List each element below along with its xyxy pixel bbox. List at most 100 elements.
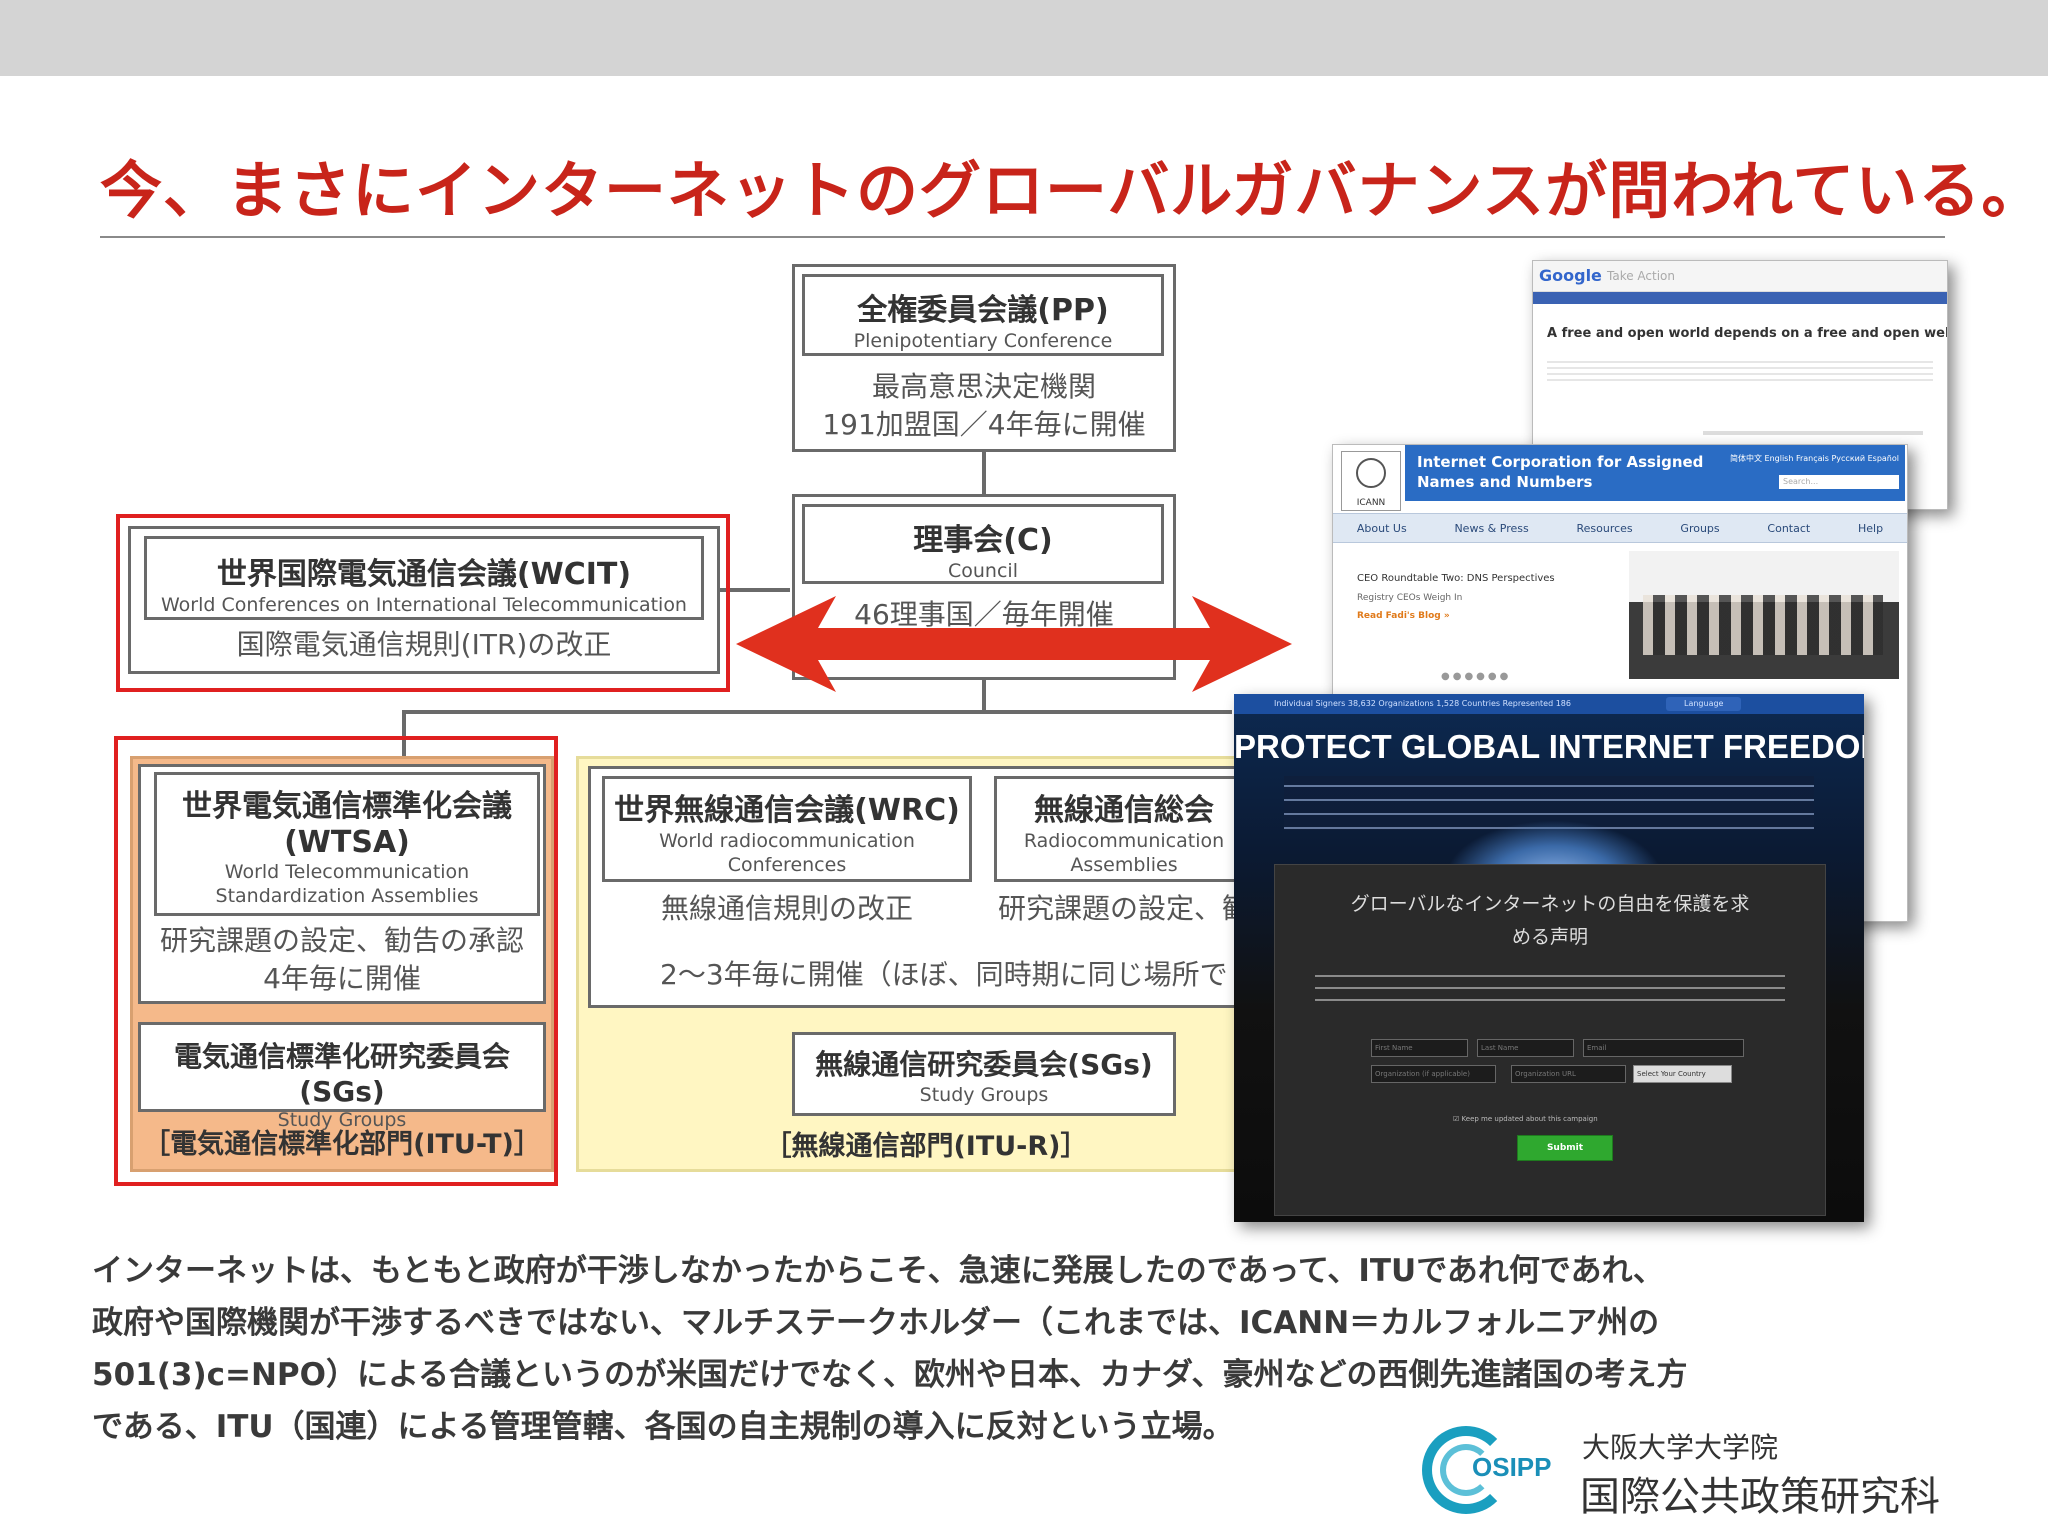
- last-name-field[interactable]: Last Name: [1477, 1039, 1574, 1057]
- internet-freedom-screenshot: Individual Signers 38,632 Organizations …: [1234, 694, 1864, 1222]
- wtsa-name-en-2: Standardization Assemblies: [215, 885, 479, 907]
- freedom-panel-title-1: グローバルなインターネットの自由を保護を求: [1350, 893, 1750, 915]
- sgs-t-box: 電気通信標準化研究委員会(SGs) Study Groups: [138, 1022, 546, 1131]
- freedom-panel-title-2: める声明: [1511, 926, 1588, 948]
- connector-pp-council: [982, 452, 986, 498]
- freedom-headline: PROTECT GLOBAL INTERNET FREEDOM: [1234, 728, 1864, 765]
- wrc-desc: 無線通信規則の改正: [660, 892, 913, 925]
- itu-r-label: ［無線通信部門(ITU-R)］: [764, 1131, 1088, 1162]
- icann-nav-news[interactable]: News & Press: [1454, 521, 1529, 535]
- country-select[interactable]: Select Your Country: [1633, 1065, 1732, 1083]
- osipp-mark-icon: [1422, 1426, 1510, 1514]
- wcit-title-box: 世界国際電気通信会議(WCIT) World Conferences on In…: [144, 536, 704, 620]
- pp-desc-1: 最高意思決定機関: [871, 370, 1096, 403]
- globe-icon: [1356, 458, 1386, 488]
- checkbox-icon[interactable]: ☑: [1453, 1115, 1462, 1123]
- wrc-title-box: 世界無線通信会議(WRC) World radiocommunication C…: [602, 776, 972, 882]
- slide-title: 今、まさにインターネットのグローバルガバナンスが問われている。: [100, 154, 2045, 227]
- ra-name: 無線通信総会: [1034, 793, 1214, 828]
- organization-url-field[interactable]: Organization URL: [1511, 1065, 1626, 1083]
- body-line-2: 政府や国際機関が干渉するべきではない、マルチステークホルダー（これまでは、ICA…: [92, 1305, 1660, 1341]
- itu-t-highlight: [114, 736, 558, 1186]
- osipp-mark-inner: [1440, 1444, 1492, 1496]
- google-headline: A free and open world depends on a free …: [1547, 326, 1948, 341]
- organization-field[interactable]: Organization (if applicable): [1371, 1065, 1496, 1083]
- icann-nav: About Us News & Press Resources Groups C…: [1333, 513, 1907, 543]
- email-field[interactable]: Email: [1583, 1039, 1744, 1057]
- osipp-university: 大阪大学大学院: [1582, 1431, 1779, 1464]
- council-name-en: Council: [948, 560, 1018, 582]
- icann-nav-resources[interactable]: Resources: [1576, 521, 1633, 535]
- icann-title-1: Internet Corporation for Assigned: [1417, 453, 1704, 471]
- wrc-name: 世界無線通信会議(WRC): [614, 793, 960, 828]
- freedom-language-select[interactable]: Language: [1666, 697, 1742, 711]
- freedom-stats: Individual Signers 38,632 Organizations …: [1274, 699, 1571, 708]
- body-line-3: 501(3)c=NPO）による合議というのが米国だけでなく、欧州や日本、カナダ、…: [92, 1357, 1688, 1393]
- wtsa-desc-1: 研究課題の設定、勧告の承認: [159, 924, 524, 957]
- icann-nav-contact[interactable]: Contact: [1767, 521, 1811, 535]
- wtsa-name-en-1: World Telecommunication: [224, 861, 470, 883]
- icann-nav-about[interactable]: About Us: [1356, 521, 1407, 535]
- pp-desc-2: 191加盟国／4年毎に開催: [822, 408, 1146, 441]
- wcit-name: 世界国際電気通信会議(WCIT): [216, 557, 632, 592]
- freedom-panel: グローバルなインターネットの自由を保護を求 める声明 First Name La…: [1274, 864, 1826, 1216]
- icann-feature: CEO Roundtable Two: DNS Perspectives Reg…: [1333, 543, 1907, 693]
- icann-logo: ICANN: [1341, 451, 1401, 511]
- wtsa-desc: 研究課題の設定、勧告の承認 4年毎に開催: [138, 922, 546, 998]
- icann-title-2: Names and Numbers: [1417, 473, 1593, 491]
- keep-updated-checkbox[interactable]: ☑ Keep me updated about this campaign: [1453, 1115, 1598, 1123]
- wrc-name-en-1: World radiocommunication: [659, 830, 915, 852]
- council-title-box: 理事会(C) Council: [802, 504, 1164, 584]
- connector-wcit: [720, 588, 790, 592]
- pp-title-box: 全権委員会議(PP) Plenipotentiary Conference: [802, 274, 1164, 356]
- sgs-r-box: 無線通信研究委員会(SGs) Study Groups: [792, 1032, 1176, 1116]
- body-paragraph: インターネットは、もともと政府が干渉しなかったからこそ、急速に発展したのであって…: [92, 1245, 1992, 1453]
- council-desc: 46理事国／毎年開催: [854, 598, 1114, 631]
- icann-feature-link[interactable]: Read Fadi's Blog »: [1357, 611, 1450, 621]
- icann-nav-groups[interactable]: Groups: [1680, 521, 1720, 535]
- icann-carousel-dots[interactable]: ●●●●●●: [1441, 671, 1512, 682]
- sgs-t-name-en: Study Groups: [277, 1109, 407, 1131]
- keep-updated-label: Keep me updated about this campaign: [1461, 1115, 1598, 1123]
- icann-feature-title: CEO Roundtable Two: DNS Perspectives: [1357, 573, 1555, 584]
- first-name-field[interactable]: First Name: [1371, 1039, 1468, 1057]
- connector-to-itu-t: [402, 710, 406, 760]
- freedom-stats-bar: Individual Signers 38,632 Organizations …: [1234, 694, 1864, 714]
- connector-council-branch: [982, 680, 986, 712]
- wtsa-desc-2: 4年毎に開催: [263, 962, 421, 995]
- pp-name-en: Plenipotentiary Conference: [853, 330, 1113, 352]
- sgs-t-name: 電気通信標準化研究委員会(SGs): [173, 1040, 510, 1108]
- submit-button[interactable]: Submit: [1517, 1135, 1613, 1161]
- wtsa-abbr: (WTSA): [284, 825, 410, 860]
- wcit-name-en: World Conferences on International Telec…: [161, 594, 687, 616]
- title-divider: [100, 236, 1945, 238]
- icann-feature-sub: Registry CEOs Weigh In: [1357, 593, 1463, 603]
- council-name: 理事会(C): [913, 523, 1053, 558]
- osipp-school: 国際公共政策研究科: [1580, 1474, 1940, 1520]
- google-logo: Google: [1539, 266, 1602, 285]
- osipp-mark-text: OSIPP: [1472, 1452, 1552, 1482]
- wrc-name-en-2: Conferences: [727, 854, 847, 876]
- top-gray-bar: [0, 0, 2048, 76]
- pp-desc: 最高意思決定機関 191加盟国／4年毎に開催: [792, 368, 1176, 444]
- sgs-r-name: 無線通信研究委員会(SGs): [815, 1048, 1153, 1081]
- connector-horizontal: [402, 710, 1232, 714]
- icann-languages[interactable]: 简体中文 English Français Pусский Español: [1729, 454, 1899, 463]
- icann-search-input[interactable]: Search...: [1779, 475, 1899, 489]
- double-arrow-icon: [736, 596, 1292, 692]
- google-text-lines: [1547, 357, 1933, 385]
- ra-desc: 研究課題の設定、勧: [997, 892, 1250, 925]
- ra-title-box: 無線通信総会 Radiocommunication Assemblies: [994, 776, 1254, 882]
- icann-nav-help[interactable]: Help: [1857, 521, 1884, 535]
- wtsa-title-box: 世界電気通信標準化会議 (WTSA) World Telecommunicati…: [154, 772, 540, 916]
- pp-name: 全権委員会議(PP): [857, 293, 1109, 328]
- wcit-highlight: [116, 514, 730, 692]
- google-take-action-label: Take Action: [1607, 269, 1675, 283]
- osipp-logo: OSIPP 大阪大学大学院 国際公共政策研究科: [1422, 1420, 2022, 1520]
- itu-t-label: ［電気通信標準化部門(ITU-T)］: [143, 1129, 541, 1160]
- google-header: Google Take Action: [1533, 261, 1947, 292]
- icann-feature-photo: [1629, 551, 1899, 679]
- sgs-r-name-en: Study Groups: [919, 1084, 1049, 1106]
- ra-name-en-2: Assemblies: [1070, 854, 1178, 876]
- body-line-1: インターネットは、もともと政府が干渉しなかったからこそ、急速に発展したのであって…: [92, 1253, 1664, 1289]
